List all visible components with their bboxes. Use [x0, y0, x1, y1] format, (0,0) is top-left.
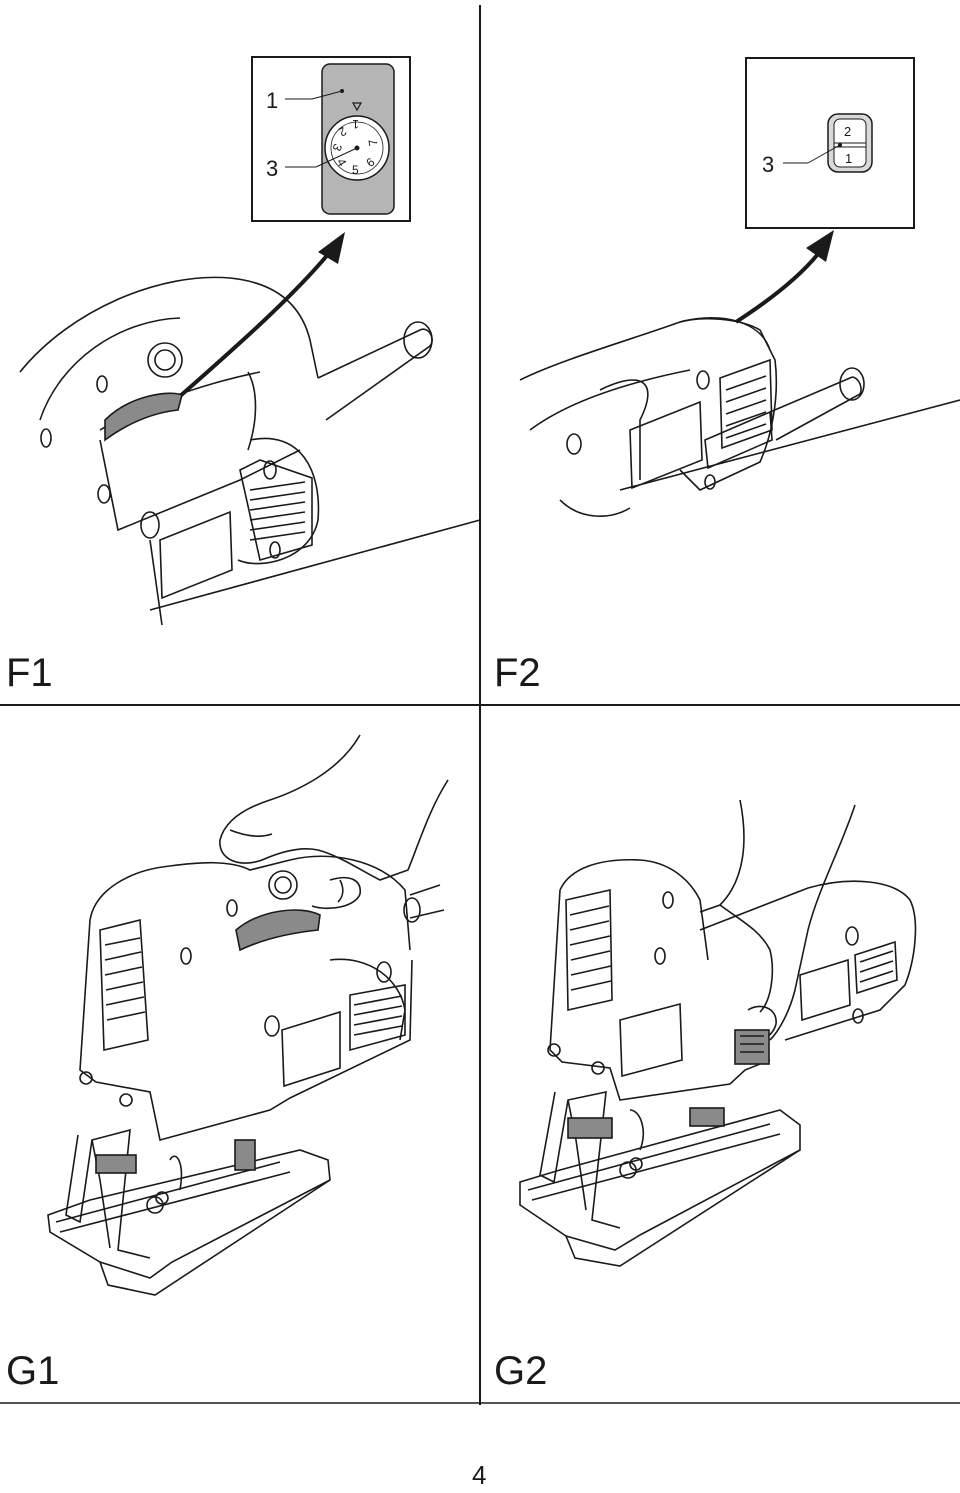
f1-callout-leader: [311, 90, 343, 100]
f1-dial-inner: [330, 121, 384, 175]
f1-callout-dot: [340, 89, 344, 93]
figure-g2: G2: [494, 799, 917, 1393]
f2-switch-position: 2: [844, 124, 851, 139]
g2-jigsaw-drawing: [519, 799, 917, 1267]
f1-callout-number: 1: [266, 88, 278, 113]
f2-pointing-arrow: [734, 252, 820, 324]
f2-callout-number: 3: [762, 152, 774, 177]
figure-f2: 2 1 3 F2: [494, 57, 960, 695]
f1-pointing-arrow: [176, 250, 332, 400]
f2-switch-position: 1: [845, 151, 852, 166]
f1-figure-label: F1: [6, 651, 53, 695]
f1-jigsaw-drawing: [19, 276, 481, 626]
f2-callout-dot: [838, 143, 842, 147]
g1-figure-label: G1: [6, 1349, 59, 1393]
f2-jigsaw-drawing: [519, 317, 960, 517]
f1-dial-number: 3: [329, 142, 345, 153]
g2-figure-label: G2: [494, 1349, 547, 1393]
f1-pointer-triangle: [351, 102, 363, 112]
figure-g1: G1: [6, 734, 449, 1393]
f2-figure-label: F2: [494, 651, 541, 695]
f1-arrowhead: [318, 232, 345, 264]
f2-callout-leader: [807, 144, 841, 164]
f1-dial-number: 1: [352, 117, 359, 131]
f1-dial-number: 7: [366, 138, 381, 147]
f1-callout-number: 3: [266, 156, 278, 181]
f1-dial-number: 5: [352, 163, 359, 177]
f2-arrowhead: [806, 230, 834, 262]
figure-f1: 1 2 3 4 5 6 7 1 3: [6, 56, 481, 695]
f1-callout-leader: [315, 147, 358, 168]
g1-jigsaw-drawing: [47, 734, 449, 1296]
page-number: 4: [472, 1460, 486, 1490]
